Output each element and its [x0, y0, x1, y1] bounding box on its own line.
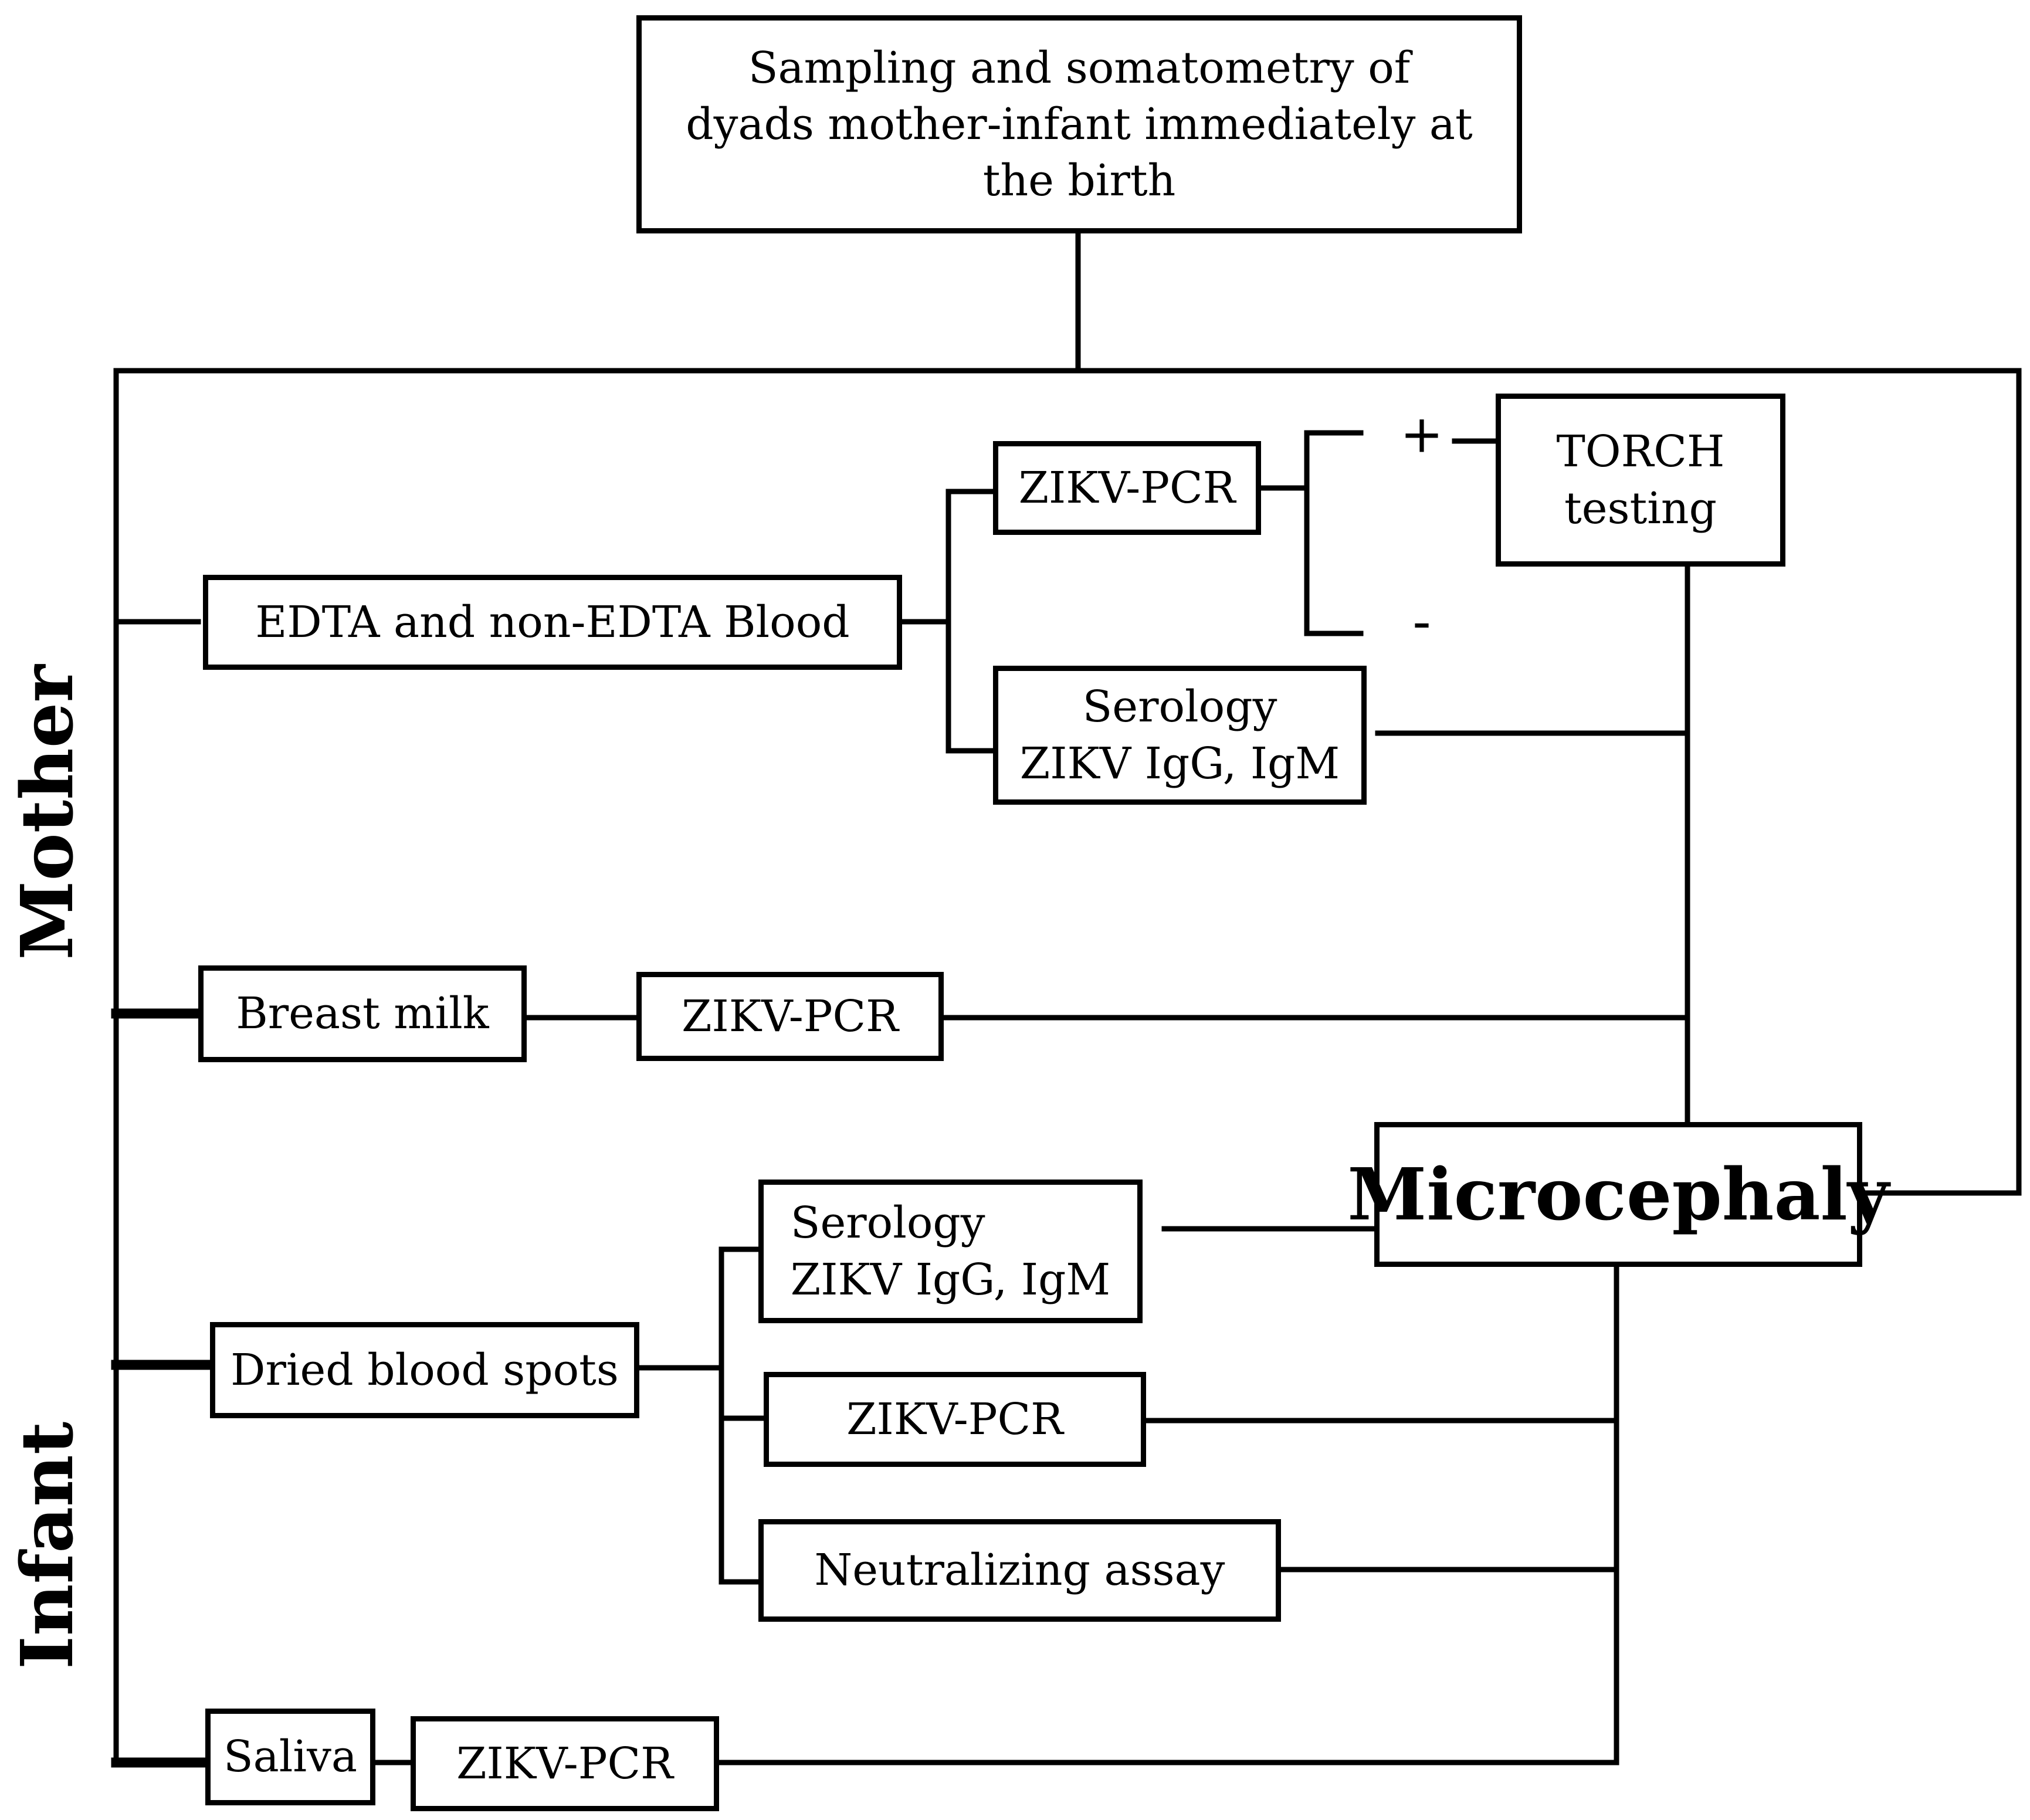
serology-infant-text: Serology ZIKV IgG, IgM	[791, 1195, 1110, 1307]
breast-milk-label: Breast milk	[236, 988, 489, 1039]
saliva-label: Saliva	[223, 1731, 358, 1782]
saliva-box: Saliva	[205, 1709, 375, 1805]
microcephaly-box: Microcephaly	[1347, 1122, 1889, 1267]
negative-sign: -	[1412, 591, 1431, 652]
microcephaly-label: Microcephaly	[1347, 1152, 1889, 1237]
serology-infant-line-1: Serology	[790, 1198, 985, 1249]
zikv-pcr-dbs-box: ZIKV-PCR	[764, 1372, 1146, 1467]
neutralizing-assay-box: Neutralizing assay	[758, 1519, 1281, 1622]
zikv-pcr-blood-label: ZIKV-PCR	[1018, 462, 1236, 513]
zikv-pcr-saliva-label: ZIKV-PCR	[456, 1738, 673, 1789]
serology-mother-box: Serology ZIKV IgG, IgM	[993, 666, 1367, 805]
sampling-text: Sampling and somatometry of dyads mother…	[686, 40, 1473, 209]
zikv-pcr-milk-box: ZIKV-PCR	[636, 972, 944, 1061]
sampling-box: Sampling and somatometry of dyads mother…	[636, 15, 1522, 233]
serology-infant-box: Serology ZIKV IgG, IgM	[758, 1180, 1143, 1323]
torch-line-1: TORCH	[1556, 426, 1725, 477]
blood-label: EDTA and non-EDTA Blood	[255, 597, 850, 648]
positive-sign: +	[1400, 404, 1443, 465]
breast-milk-box: Breast milk	[198, 965, 527, 1062]
zikv-pcr-milk-label: ZIKV-PCR	[682, 991, 899, 1042]
blood-box: EDTA and non-EDTA Blood	[203, 575, 902, 670]
torch-testing-text: TORCH testing	[1557, 423, 1725, 536]
infant-label: Infant	[5, 1421, 89, 1670]
zikv-pcr-blood-box: ZIKV-PCR	[993, 441, 1261, 535]
zikv-pcr-saliva-box: ZIKV-PCR	[411, 1716, 719, 1811]
serology-infant-line-2: ZIKV IgG, IgM	[790, 1254, 1111, 1305]
sampling-line-2: dyads mother-infant immediately at	[686, 99, 1473, 150]
torch-testing-box: TORCH testing	[1496, 394, 1785, 567]
mother-label: Mother	[5, 665, 89, 960]
zikv-pcr-dbs-label: ZIKV-PCR	[846, 1394, 1063, 1445]
neutralizing-assay-label: Neutralizing assay	[814, 1545, 1225, 1596]
serology-mother-line-2: ZIKV IgG, IgM	[1019, 738, 1340, 789]
dried-blood-spots-box: Dried blood spots	[210, 1322, 639, 1418]
serology-mother-text: Serology ZIKV IgG, IgM	[1020, 679, 1340, 791]
serology-mother-line-1: Serology	[1082, 682, 1277, 733]
torch-line-2: testing	[1564, 483, 1717, 534]
dried-blood-spots-label: Dried blood spots	[231, 1344, 619, 1395]
sampling-line-3: the birth	[982, 155, 1176, 206]
sampling-line-1: Sampling and somatometry of	[748, 42, 1411, 93]
